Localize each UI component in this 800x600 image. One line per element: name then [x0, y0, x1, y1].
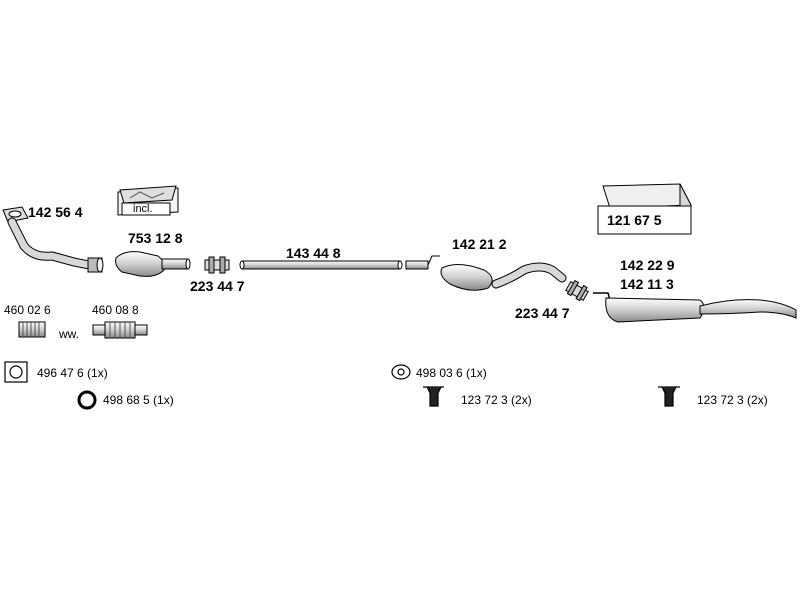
part-label-gasket-box: 121 67 5	[607, 212, 662, 228]
gasket-box-icon	[597, 183, 692, 235]
hardware-label-rubber-mount: 123 72 3 (2x)	[461, 393, 532, 407]
part-label-rear-silencer: 142 22 9	[620, 257, 675, 273]
part-label-front-pipe: 142 56 4	[28, 204, 83, 220]
hanger-ring-icon	[391, 364, 411, 380]
hardware-label-hanger-ring: 498 03 6 (1x)	[416, 366, 487, 380]
part-label-rear-silencer-alt: 142 11 3	[620, 276, 674, 292]
flex-pipe-short-icon	[18, 321, 46, 338]
rear-silencer-icon	[593, 292, 797, 323]
pipe-clamp-right-icon	[565, 279, 589, 302]
part-label-clamp-right: 223 44 7	[515, 305, 570, 321]
rubber-mount-right-icon	[658, 386, 680, 407]
part-label-flex-short: 460 02 6	[4, 303, 51, 317]
center-silencer-icon	[405, 255, 567, 291]
alternative-label: ww.	[59, 327, 80, 341]
part-label-catalytic-converter: 753 12 8	[128, 230, 183, 246]
sealing-ring-icon	[77, 390, 97, 410]
kit-box-icon	[117, 185, 179, 216]
middle-pipe-icon	[239, 260, 403, 270]
front-pipe-icon	[2, 206, 104, 273]
catalytic-converter-icon	[115, 251, 191, 277]
flex-pipe-long-icon	[92, 321, 148, 339]
kit-box-label: incl.	[133, 203, 153, 215]
pipe-clamp-icon	[204, 256, 230, 274]
hardware-label-rubber-mount-right: 123 72 3 (2x)	[697, 393, 768, 407]
part-label-clamp-left: 223 44 7	[190, 278, 245, 294]
flange-gasket-icon	[4, 361, 28, 383]
hardware-label-sealing-ring: 498 68 5 (1x)	[103, 393, 174, 407]
part-label-middle-pipe: 143 44 8	[286, 245, 341, 261]
hardware-label-flange-gasket: 496 47 6 (1x)	[37, 366, 108, 380]
part-label-flex-long: 460 08 8	[92, 303, 139, 317]
part-label-center-silencer: 142 21 2	[452, 236, 507, 252]
rubber-mount-icon	[423, 386, 444, 407]
